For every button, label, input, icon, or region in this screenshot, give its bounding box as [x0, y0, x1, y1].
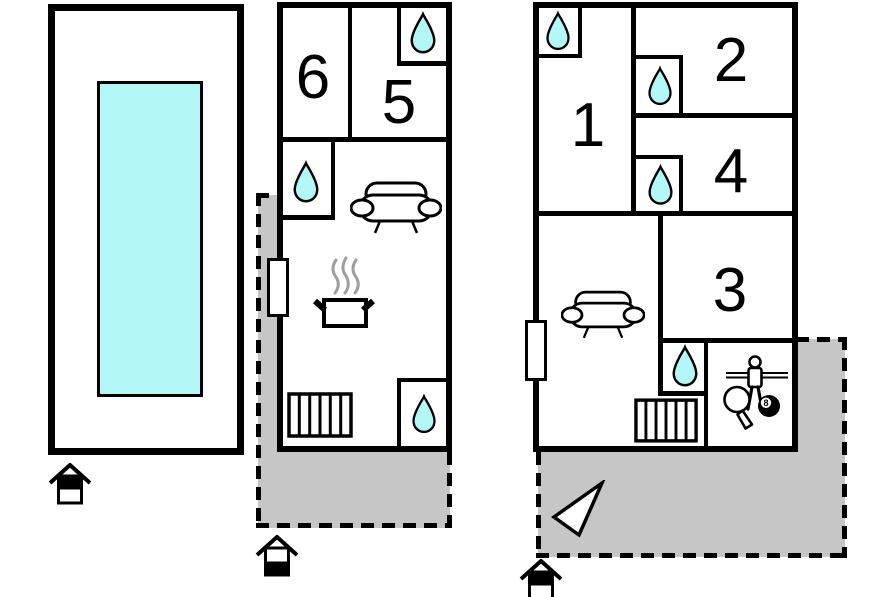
terrace-border	[796, 337, 847, 342]
bathroom-drop-icon	[408, 10, 438, 56]
swimming-pool	[97, 81, 203, 397]
sofa-icon	[561, 289, 645, 341]
window	[525, 320, 547, 381]
wall	[539, 211, 792, 216]
bathroom-drop-icon	[410, 390, 438, 438]
terrace-border	[536, 452, 541, 558]
wall	[397, 8, 401, 66]
arrow-triangle-icon	[551, 480, 605, 538]
pot-with-steam-icon	[312, 256, 376, 328]
bathroom-drop-icon	[670, 342, 700, 390]
sofa-icon	[350, 181, 442, 235]
wall	[631, 8, 636, 216]
wall	[283, 137, 446, 142]
room-5-label: 5	[381, 68, 417, 137]
room-1-label: 1	[570, 91, 606, 160]
room-4-label: 4	[713, 137, 749, 206]
wall	[578, 8, 582, 58]
terrace-block	[258, 452, 450, 528]
wall	[636, 55, 683, 59]
bathroom-drop-icon	[544, 9, 572, 53]
wall	[636, 113, 792, 118]
wall	[663, 391, 708, 396]
wall	[539, 54, 582, 58]
wall	[663, 338, 792, 343]
terrace-border	[256, 193, 261, 528]
billiard-8-ball-icon: 8	[758, 395, 780, 417]
bathroom-drop-icon	[646, 63, 674, 109]
bathroom-drop-icon	[291, 158, 321, 206]
wall	[397, 61, 446, 66]
terrace-border	[256, 523, 452, 528]
wall	[679, 55, 683, 117]
house-level-icon-upper	[48, 463, 92, 509]
room-2-label: 2	[713, 26, 749, 95]
wall	[331, 142, 335, 220]
bathroom-drop-icon	[646, 161, 675, 209]
stairs-icon	[287, 392, 353, 438]
terrace-strip	[796, 339, 845, 455]
billiard-ball-number: 8	[763, 398, 768, 408]
table-tennis-paddle-icon	[723, 385, 754, 430]
wall	[397, 382, 401, 446]
house-level-icon-ground	[255, 535, 299, 581]
wall	[679, 155, 683, 215]
ground-floor-outline	[277, 2, 452, 452]
wall	[704, 343, 708, 446]
terrace-border	[842, 337, 847, 558]
wall	[658, 216, 663, 396]
room-3-label: 3	[712, 256, 748, 325]
room-6-label: 6	[295, 43, 331, 112]
stairs-icon	[634, 398, 698, 443]
terrace-border	[447, 452, 452, 528]
window	[267, 258, 289, 317]
wall	[397, 378, 446, 382]
house-level-icon-upper	[519, 559, 563, 597]
terrace-border	[536, 553, 847, 558]
wall	[283, 215, 335, 220]
wall	[636, 155, 683, 159]
terrace-border	[256, 193, 281, 198]
wall	[348, 8, 352, 140]
